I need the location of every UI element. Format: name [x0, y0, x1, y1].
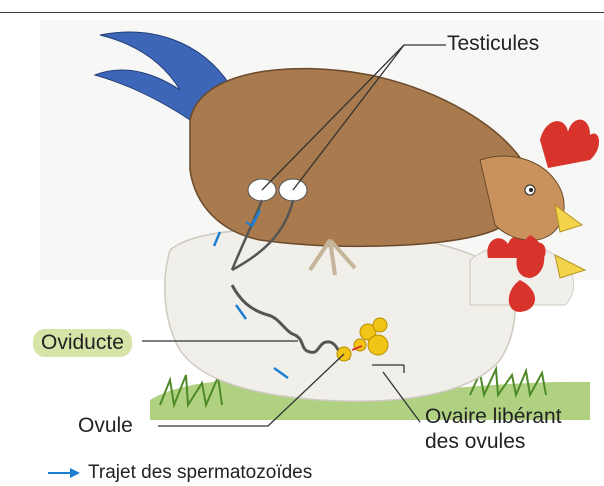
label-oviducte: Oviducte — [33, 329, 132, 357]
legend: Trajet des spermatozoïdes — [48, 462, 312, 484]
label-ovule: Ovule — [78, 414, 133, 438]
label-ovaire-line2: des ovules — [425, 430, 525, 454]
blue-arrow-icon — [48, 467, 82, 479]
legend-text: Trajet des spermatozoïdes — [88, 462, 312, 484]
label-testicules: Testicules — [447, 32, 539, 56]
label-ovaire-line1: Ovaire libérant — [425, 405, 562, 429]
